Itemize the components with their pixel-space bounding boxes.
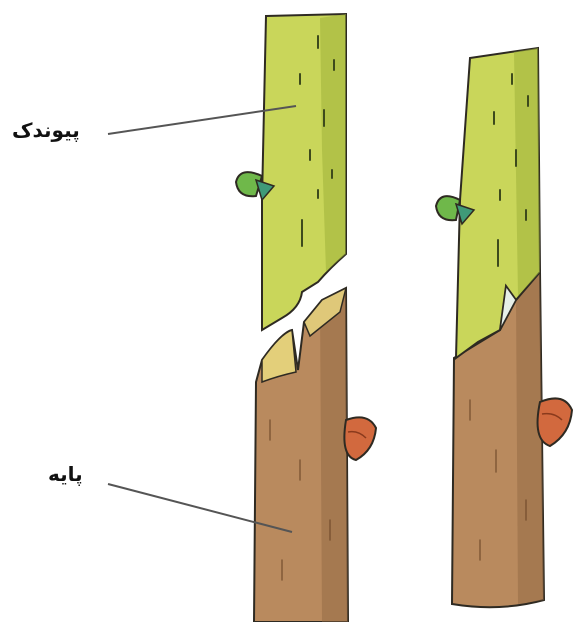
scion-shade-right — [514, 48, 540, 296]
scion-cutting-left — [236, 14, 346, 330]
joined-graft — [436, 48, 572, 607]
separated-graft — [236, 14, 376, 622]
rootstock-shade-left — [320, 288, 348, 622]
rootstock-bud-left — [344, 417, 376, 460]
scion-label: پیوندک — [12, 118, 80, 142]
rootstock-bud-right — [538, 398, 572, 446]
rootstock-left — [254, 288, 376, 622]
rootstock-label: پایه — [48, 462, 83, 486]
